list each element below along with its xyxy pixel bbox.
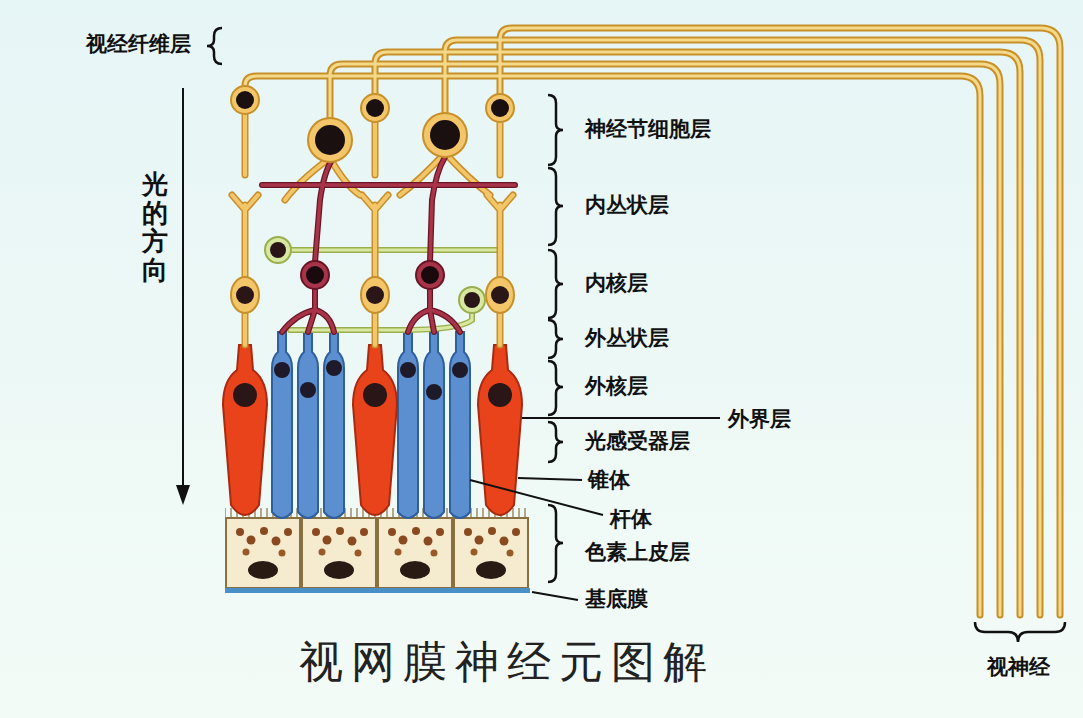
layer-label: 内核层 [585, 271, 648, 296]
label-anchor: 色素上皮层 [585, 540, 690, 565]
bipolar-process [232, 112, 513, 345]
layer-label: 内丛状层 [585, 193, 669, 218]
label-anchor: 视网膜神经元图解 [299, 636, 715, 689]
label-anchor: 内丛状层 [585, 193, 669, 218]
label-anchor: 基底膜 [585, 587, 648, 612]
layer-label: 杆体 [610, 507, 652, 532]
layer-label: 基底膜 [585, 587, 648, 612]
label-anchor: 外核层 [585, 374, 648, 399]
label-anchor: 外丛状层 [585, 326, 669, 351]
layer-label: 外丛状层 [585, 326, 669, 351]
label-anchor: 锥体 [588, 468, 630, 493]
label-anchor: 光感受器层 [585, 429, 690, 454]
pigment-cell [226, 518, 300, 588]
label-anchor: 视经纤维层 [86, 32, 191, 57]
pigment-cell [378, 518, 452, 588]
rod-bipolar-process [262, 157, 515, 332]
cones [223, 345, 522, 515]
layer-label: 视经纤维层 [86, 32, 191, 57]
bipolar-process [232, 112, 513, 345]
diagram-title: 视网膜神经元图解 [299, 636, 715, 689]
label-anchor: 神经节细胞层 [585, 117, 711, 142]
layer-label: 外界层 [728, 407, 791, 432]
label-anchor: 光的方向 [142, 170, 168, 284]
rods [272, 332, 470, 518]
label-anchor: 内核层 [585, 271, 648, 296]
vertical-label: 光的方向 [142, 170, 168, 284]
layer-label: 光感受器层 [585, 429, 690, 454]
basement-membrane [225, 588, 530, 593]
rod-bipolar-process [262, 157, 515, 332]
leader-line [470, 418, 720, 600]
layer-label: 视神经 [987, 655, 1050, 680]
layer-label: 锥体 [588, 468, 630, 493]
pigment-cell [302, 518, 376, 588]
nerve-fibre-outline [245, 28, 1060, 615]
label-anchor: 视神经 [987, 655, 1050, 680]
label-anchor: 外界层 [728, 407, 791, 432]
pigment-cell [454, 518, 528, 588]
label-anchor: 杆体 [610, 507, 652, 532]
layer-label: 神经节细胞层 [585, 117, 711, 142]
layer-label: 色素上皮层 [585, 540, 690, 565]
nerve-fibre [245, 28, 1060, 615]
cell-bodies [231, 86, 514, 313]
light-arrow [176, 88, 190, 505]
layer-label: 外核层 [585, 374, 648, 399]
layer-bracket [207, 28, 1065, 642]
